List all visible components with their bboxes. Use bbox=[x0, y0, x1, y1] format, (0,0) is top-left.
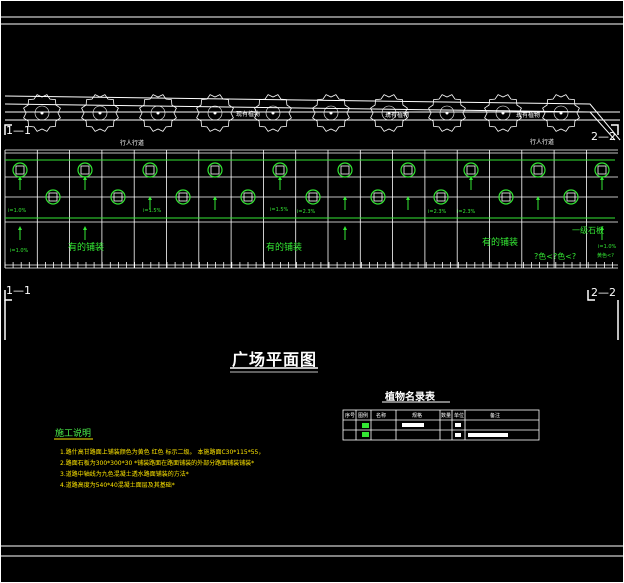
tree-planter bbox=[207, 162, 223, 178]
section-markers bbox=[4, 124, 619, 340]
tree-planter bbox=[563, 189, 579, 205]
tree-label-1: 现有植物 bbox=[236, 111, 261, 118]
plaza-boundary bbox=[4, 95, 621, 141]
tree-symbol bbox=[428, 94, 466, 132]
tree-planters bbox=[12, 162, 610, 205]
table-header-5: 单位 bbox=[454, 413, 465, 419]
notes-line-3: 3.道路中轴线为九色混凝土透水路面铺装的方法* bbox=[60, 471, 189, 478]
slope-arrow-head bbox=[600, 176, 604, 180]
table-header-3: 规格 bbox=[412, 413, 423, 419]
tree-planter bbox=[337, 162, 353, 178]
section-label-1-top: 1—1 bbox=[6, 124, 31, 137]
section-label-1-bottom: 1—1 bbox=[6, 284, 31, 297]
paving-label-3: 有的铺装 bbox=[482, 238, 519, 248]
tree-planter bbox=[498, 189, 514, 205]
slope-arrows bbox=[18, 176, 604, 240]
tree-symbol bbox=[139, 94, 177, 132]
tree-planter bbox=[45, 189, 61, 205]
notes-line-4: 4.道路高度为540*40混凝土面层及其基础* bbox=[60, 482, 175, 489]
tree-label-2: 现有植物 bbox=[385, 112, 410, 119]
sidewalk-label-1: 行人行道 bbox=[120, 140, 145, 147]
slope-label-7: i=1.0% bbox=[10, 248, 29, 254]
title-underline bbox=[230, 367, 450, 403]
right-note-1: 一级石板 bbox=[572, 226, 604, 235]
tree-planter bbox=[400, 162, 416, 178]
right-note-4: 黄色<? bbox=[597, 253, 614, 259]
tree-symbol bbox=[370, 94, 408, 132]
slope-arrow-head bbox=[278, 176, 282, 180]
slope-label-5: i=2.3% bbox=[428, 209, 447, 215]
tree-planter bbox=[12, 162, 28, 178]
slope-arrow-head bbox=[600, 226, 604, 230]
tree-symbol bbox=[196, 94, 234, 132]
drawing-title: 广场平面图 bbox=[232, 350, 318, 369]
slope-arrow-head bbox=[83, 226, 87, 230]
tree-planter bbox=[370, 189, 386, 205]
slope-arrow-head bbox=[469, 176, 473, 180]
paving-grid bbox=[4, 149, 618, 269]
slope-arrow-head bbox=[18, 176, 22, 180]
table-header-6: 备注 bbox=[490, 413, 501, 419]
paving-label-2: 有的铺装 bbox=[266, 243, 303, 253]
section-label-2-top: 2—2 bbox=[591, 130, 616, 143]
slope-label-6: i=2.3% bbox=[457, 209, 476, 215]
section-label-2-bottom: 2—2 bbox=[591, 286, 616, 299]
slope-arrow-head bbox=[343, 196, 347, 200]
table-header-1: 图例 bbox=[358, 413, 369, 419]
tree-symbol bbox=[542, 94, 580, 132]
slope-label-1: i=1.0% bbox=[8, 208, 27, 214]
notes-line-2: 2.路面石板为300*300*30 *铺装路面在路面铺装的外部分路面铺装铺装* bbox=[60, 460, 255, 467]
slope-arrow-head bbox=[213, 196, 217, 200]
tree-label-3: 现有植物 bbox=[516, 112, 541, 119]
slope-arrow-head bbox=[148, 196, 152, 200]
tree-planter bbox=[433, 189, 449, 205]
slope-label-4: i=2.3% bbox=[297, 209, 316, 215]
slope-arrow-head bbox=[343, 226, 347, 230]
slope-label-3: i=1.5% bbox=[270, 207, 289, 213]
table-header-0: 序号 bbox=[345, 413, 356, 419]
table-header-4: 数量 bbox=[441, 413, 452, 419]
right-note-2: ?色<?色<? bbox=[534, 252, 577, 261]
paving-label-1: 有的铺装 bbox=[68, 243, 105, 253]
slope-arrow-head bbox=[18, 226, 22, 230]
tree-row bbox=[23, 94, 580, 132]
slope-arrow-head bbox=[536, 196, 540, 200]
slope-arrow-head bbox=[83, 176, 87, 180]
tree-symbol bbox=[484, 94, 522, 132]
right-note-3: i=1.0% bbox=[598, 244, 617, 250]
tree-planter bbox=[110, 189, 126, 205]
tree-planter bbox=[530, 162, 546, 178]
tree-planter bbox=[272, 162, 288, 178]
tree-planter bbox=[142, 162, 158, 178]
tree-planter bbox=[305, 189, 321, 205]
tree-planter bbox=[240, 189, 256, 205]
table-header-2: 名称 bbox=[376, 413, 387, 419]
table-title: 植物名录表 bbox=[385, 392, 435, 403]
tree-planter bbox=[463, 162, 479, 178]
plant-table bbox=[342, 409, 540, 441]
notes-line-1: 1.路什高甘路面上铺装颜色为黄色 红色 标示二级。 本施路面C30*115*55… bbox=[60, 449, 265, 456]
slope-label-2: i=1.5% bbox=[143, 208, 162, 214]
tree-symbol bbox=[81, 94, 119, 132]
tree-symbol bbox=[254, 94, 292, 132]
green-axis-lines bbox=[5, 159, 615, 219]
slope-arrow-head bbox=[406, 196, 410, 200]
tree-symbol bbox=[23, 94, 61, 132]
sidewalk-label-2: 行人行道 bbox=[530, 139, 555, 146]
notes-title: 施工说明 bbox=[55, 429, 92, 439]
tree-planter bbox=[175, 189, 191, 205]
tree-symbol bbox=[312, 94, 350, 132]
tree-planter bbox=[594, 162, 610, 178]
tree-planter bbox=[77, 162, 93, 178]
